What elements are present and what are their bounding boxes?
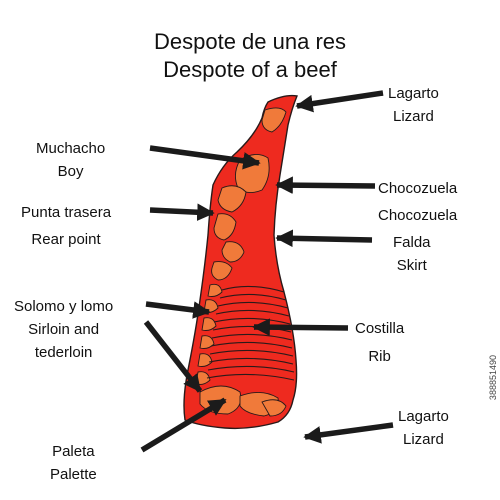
pointer-arrows <box>140 90 394 453</box>
label-punta-trasera: Punta trasera Rear point <box>21 204 112 248</box>
diagram-title: Despote de una res Despote of a beef <box>0 28 500 84</box>
rib-lines <box>206 285 295 381</box>
label-solomo: Solomo y lomo Sirloin and tederloin <box>14 298 114 361</box>
arrow-solomo <box>145 301 211 319</box>
stock-id: 388851490 <box>488 355 498 401</box>
arrow-muchacho <box>149 145 261 170</box>
arrow-sirloin <box>143 320 203 393</box>
arrow-punta <box>149 203 215 222</box>
title-spanish: Despote de una res <box>153 29 347 54</box>
label-muchacho: Muchacho Boy <box>36 140 106 180</box>
arrow-lagarto-top <box>295 90 384 113</box>
label-chocozuela: Chocozuela Chocozuela <box>378 180 458 224</box>
arrow-costilla <box>252 318 349 336</box>
arrow-falda <box>275 229 373 248</box>
label-lagarto-bottom: Lagarto Lizard <box>398 408 449 448</box>
title-english: Despote of a beef <box>163 57 337 82</box>
arrow-paleta <box>140 397 227 453</box>
label-lagarto-top: Lagarto Lizard <box>388 85 439 125</box>
arrow-chocozuela <box>275 176 376 194</box>
label-costilla: Costilla Rib <box>355 320 405 365</box>
label-paleta: Paleta Palette <box>50 443 97 483</box>
label-falda: Falda Skirt <box>393 234 431 274</box>
arrow-lagarto-bottom <box>303 422 394 444</box>
